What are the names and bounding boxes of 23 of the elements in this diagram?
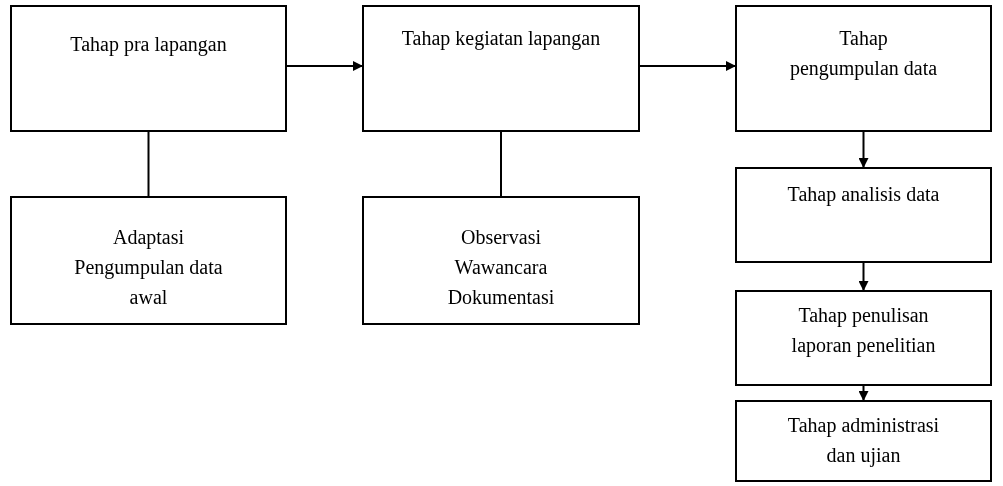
box-label: Observasi Wawancara Dokumentasi	[446, 225, 556, 310]
box-label: Tahap pra lapangan	[69, 32, 228, 58]
arrow	[858, 385, 869, 401]
process-box	[10, 196, 287, 325]
process-box	[362, 196, 640, 325]
arrow	[286, 61, 363, 71]
process-box	[735, 167, 992, 263]
connector-line	[500, 131, 502, 197]
process-box	[735, 400, 992, 482]
connector-line	[147, 131, 150, 197]
arrow	[639, 61, 736, 71]
process-box	[362, 5, 640, 132]
process-box	[10, 5, 287, 132]
process-box	[735, 5, 992, 132]
process-box	[735, 290, 992, 386]
box-label: Tahap kegiatan lapangan	[401, 26, 601, 52]
box-label: Adaptasi Pengumpulan data awal	[73, 225, 224, 310]
box-label: Tahap penulisan laporan penelitian	[790, 303, 937, 359]
arrow	[858, 131, 869, 168]
arrow	[858, 262, 869, 291]
box-label: Tahap analisis data	[786, 182, 941, 208]
box-label: Tahap pengumpulan data	[788, 26, 939, 82]
box-label: Tahap administrasi dan ujian	[786, 413, 941, 469]
